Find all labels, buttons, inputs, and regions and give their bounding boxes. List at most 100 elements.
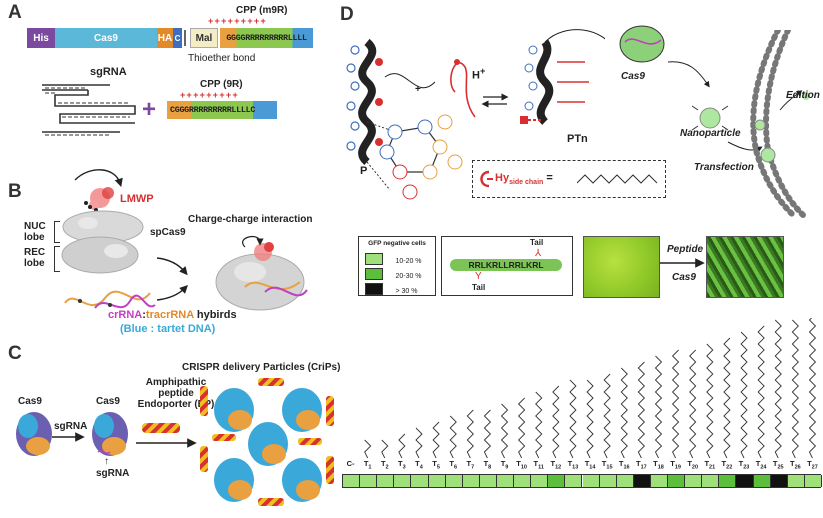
plus-row-1: +++++++++ (208, 16, 268, 26)
ha-segment: HA (157, 28, 173, 48)
heat-cell (753, 475, 771, 487)
heat-cell (343, 475, 361, 487)
crrna-structure (64, 290, 156, 309)
sample-label: T18 (653, 459, 664, 471)
plus-row-2: +++++++++ (180, 90, 240, 100)
lobe-text-2: lobe (24, 258, 45, 269)
heat-cell (445, 475, 463, 487)
lobe-text-1: lobe (24, 232, 45, 243)
tail-chain (517, 397, 526, 459)
heat-cell (616, 475, 634, 487)
peptide-sequence-box: Tail RRLKRLLRRLKRL ⅄ Y Tail (441, 236, 573, 296)
cas9-d-label: Cas9 (621, 71, 645, 82)
cas9-blob (619, 25, 665, 63)
spcas9-label: spCas9 (150, 227, 186, 238)
legend-swatch-2 (365, 267, 383, 280)
h-plus-label: H+ (472, 66, 485, 82)
endoporter-label: Amphipathic peptide Endoporter (EP) (136, 377, 216, 410)
sample-label: T23 (738, 459, 750, 471)
hy-text: Hy (495, 172, 510, 184)
c-segment: C (173, 28, 182, 48)
sample-label: T21 (704, 459, 716, 471)
tail-chain (637, 361, 646, 459)
tail-chain (620, 367, 628, 459)
legend-item-3: > 30 % (365, 280, 417, 298)
hy-icon (480, 170, 493, 188)
thioether-label: Thioether bond (188, 53, 256, 64)
cpp-9r-bar: CGGGRRRRRRRRRLLLLC (167, 101, 277, 119)
cpp-9r-label: CPP (9R) (200, 79, 243, 90)
rec-text: REC (24, 247, 46, 258)
d-plus: + (415, 84, 421, 95)
tail-chain (791, 319, 799, 459)
cas9-construct-bar: His Cas9 HA C Mal GGGGRRRRRRRRRLLLL (27, 28, 313, 48)
tail-chain (757, 325, 765, 459)
tail-structures (364, 318, 817, 459)
sample-label: T14 (584, 459, 596, 471)
h-text: H (472, 69, 480, 82)
sample-label: T12 (550, 459, 562, 471)
sgrna-below-label: sgRNA (96, 468, 130, 479)
heat-cell (770, 475, 788, 487)
heat-cell (719, 475, 737, 487)
legend-title: GFP negative cells (368, 240, 426, 247)
tracrrna-text: tracrRNA (145, 309, 194, 321)
cas9-label-2: Cas9 (96, 396, 120, 407)
heat-cell (668, 475, 686, 487)
hy-label: Hyside chain = (495, 172, 553, 186)
sgrna-arrow-label: sgRNA (54, 421, 88, 432)
c-arrow-2 (136, 438, 197, 448)
sample-label: T8 (483, 459, 492, 471)
hy-eq: = (546, 172, 553, 184)
legend-label-1: 10-20 % (395, 258, 422, 265)
nanoparticle-label: Nanoparticle (680, 128, 741, 139)
sample-label: T22 (721, 459, 733, 471)
sgrna-label: sgRNA (90, 66, 127, 78)
ep-line-2: peptide (158, 388, 194, 399)
b-arrows (156, 257, 188, 301)
complex-structure (215, 235, 308, 311)
tail-chain (603, 373, 611, 459)
sample-label: T7 (466, 459, 475, 471)
sample-label: T13 (567, 459, 579, 471)
hy-marker (520, 116, 542, 124)
tail-chain (398, 433, 406, 459)
tail-chain (381, 439, 389, 459)
edition-label: Edition (786, 90, 820, 101)
heat-cell (736, 475, 754, 487)
crrna-hybrid-label: crRNA:tracrRNA hybirds (108, 309, 237, 321)
legend-item-2: 20-30 % (365, 265, 422, 283)
tail-chain (483, 409, 492, 459)
cpp-m9r-label: CPP (m9R) (236, 5, 288, 16)
sample-label: T3 (398, 459, 406, 471)
tail-chain (569, 379, 577, 459)
sample-label: T10 (516, 459, 527, 471)
peptide-helix-scheme (346, 29, 605, 200)
heat-cell (565, 475, 583, 487)
legend-item-1: 10-20 % (365, 250, 422, 268)
sample-label: T11 (533, 459, 544, 471)
panel-d-letter: D (340, 4, 354, 25)
gfp-heat-strip (342, 474, 822, 488)
tail-chain (671, 349, 680, 459)
tail-chain (586, 379, 594, 459)
tail-label-1: Tail (530, 238, 544, 247)
panel-c-letter: C (8, 343, 22, 364)
c-arrow-1 (52, 432, 85, 442)
tail-chain (808, 318, 817, 459)
h-sup: + (479, 66, 486, 76)
his-segment: His (27, 28, 55, 48)
sample-label: T17 (636, 459, 647, 471)
heat-cell (702, 475, 720, 487)
tail-chain (432, 421, 440, 459)
lmwp-label: LMWP (120, 193, 154, 205)
heat-cell (650, 475, 669, 487)
nuc-bracket (54, 221, 60, 243)
cpp-sequence-2: CGGGRRRRRRRRRLLLLC (170, 105, 256, 115)
nuc-text: NUC (24, 221, 46, 232)
heat-cell (360, 475, 378, 487)
target-dna-label: (Blue : tartet DNA) (120, 323, 216, 335)
cas9-protein-1 (16, 412, 52, 456)
tail-chain (689, 349, 697, 459)
